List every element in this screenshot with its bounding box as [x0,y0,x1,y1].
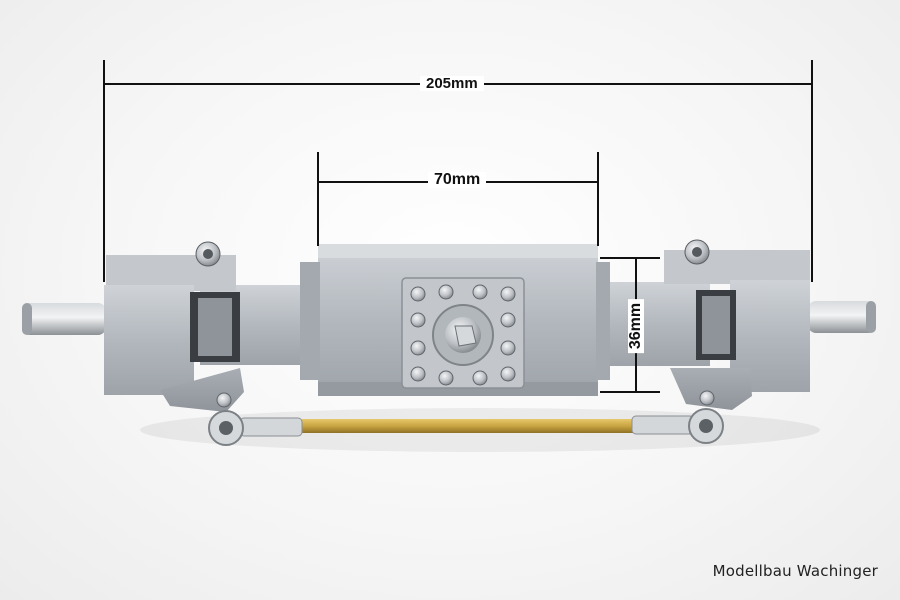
overall-length-label: 205mm [420,76,484,91]
left-yoke [104,255,244,412]
center-block-length-label: 70mm [428,172,487,188]
right-connector-tube [598,282,710,366]
hex-socket-bolt-icon [195,239,710,267]
right-shaft [808,301,876,333]
center-block-height-label: 36mm [627,298,644,354]
watermark-text: Modellbau Wachinger [712,562,878,580]
flange-bolts [410,284,516,386]
right-yoke [664,250,810,410]
center-block [300,244,610,396]
tie-rod [239,415,695,437]
pivot-joint-icon [208,390,724,446]
left-shaft [22,303,106,335]
